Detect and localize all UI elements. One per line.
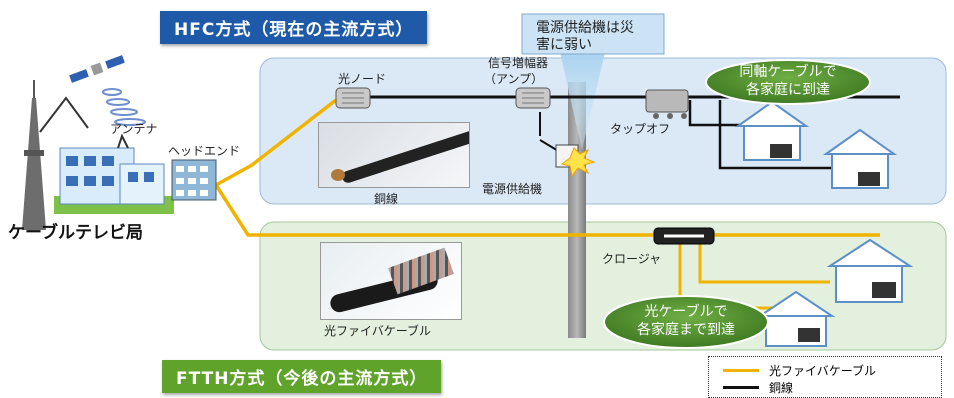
coax-photo-caption: 銅線 [374,192,399,206]
hfc-header: HFC方式（現在の主流方式） [160,11,428,44]
legend: 光ファイバケーブル 銅線 [708,356,942,398]
house-icon [822,128,898,189]
legend-label-fiber: 光ファイバケーブル [769,364,877,378]
callout-box [521,13,665,55]
house-icon [756,290,836,347]
callout-text-line1: 電源供給機は災 [536,20,634,36]
callout-text-line2: 害に弱い [536,37,592,53]
cable-tv-building-icon [54,133,174,214]
amplifier-label-line2: （アンプ） [484,72,544,86]
ftth-bubble-line2: 各家庭まで到達 [637,322,735,338]
hfc-bubble-line2: 各家庭に到達 [746,82,830,98]
legend-item-fiber: 光ファイバケーブル [723,362,876,379]
ftth-header: FTTH方式（今後の主流方式） [162,360,442,393]
house-icon [734,100,810,161]
ftth-bubble-line1: 光ケーブルで [644,304,728,320]
drop-to-house-1 [688,100,760,127]
signal-zigzag [39,96,89,133]
legend-item-copper: 銅線 [723,379,793,396]
tap-off-label: タップオフ [610,122,671,136]
legend-swatch-fiber [723,369,759,372]
hfc-bubble-shape [705,59,871,105]
spark-icon [560,147,596,178]
fiber-photo-caption: 光ファイバケーブル [324,324,432,338]
signal-waves [102,88,146,126]
station-name: ケーブルテレビ局 [8,223,143,243]
headend-label: ヘッドエンド [168,144,241,158]
drop-to-house-2 [718,100,840,170]
callout-pointer [560,52,605,150]
house-icon [826,238,914,303]
satellite-icon [69,55,125,83]
ftth-bubble-shape [603,295,769,349]
antenna-label: アンテナ [110,122,158,136]
coax-cable-photo [318,122,470,188]
amplifier-label-line1: 信号増幅器 [488,56,549,70]
legend-label-copper: 銅線 [769,381,794,395]
fiber-station-to-node [215,98,338,187]
headend-icon [171,159,217,201]
legend-swatch-copper [723,386,759,389]
fiber-drop-1 [698,238,830,284]
broadcast-tower-icon [22,80,46,230]
closure-label: クロージャ [602,252,662,266]
fiber-cable-photo [320,242,462,320]
power-supply-label: 電源供給機 [482,182,543,196]
optical-node-label: 光ノード [338,72,387,86]
hfc-bubble-line1: 同軸ケーブルで [739,64,837,80]
tap-off-icon [645,89,689,113]
